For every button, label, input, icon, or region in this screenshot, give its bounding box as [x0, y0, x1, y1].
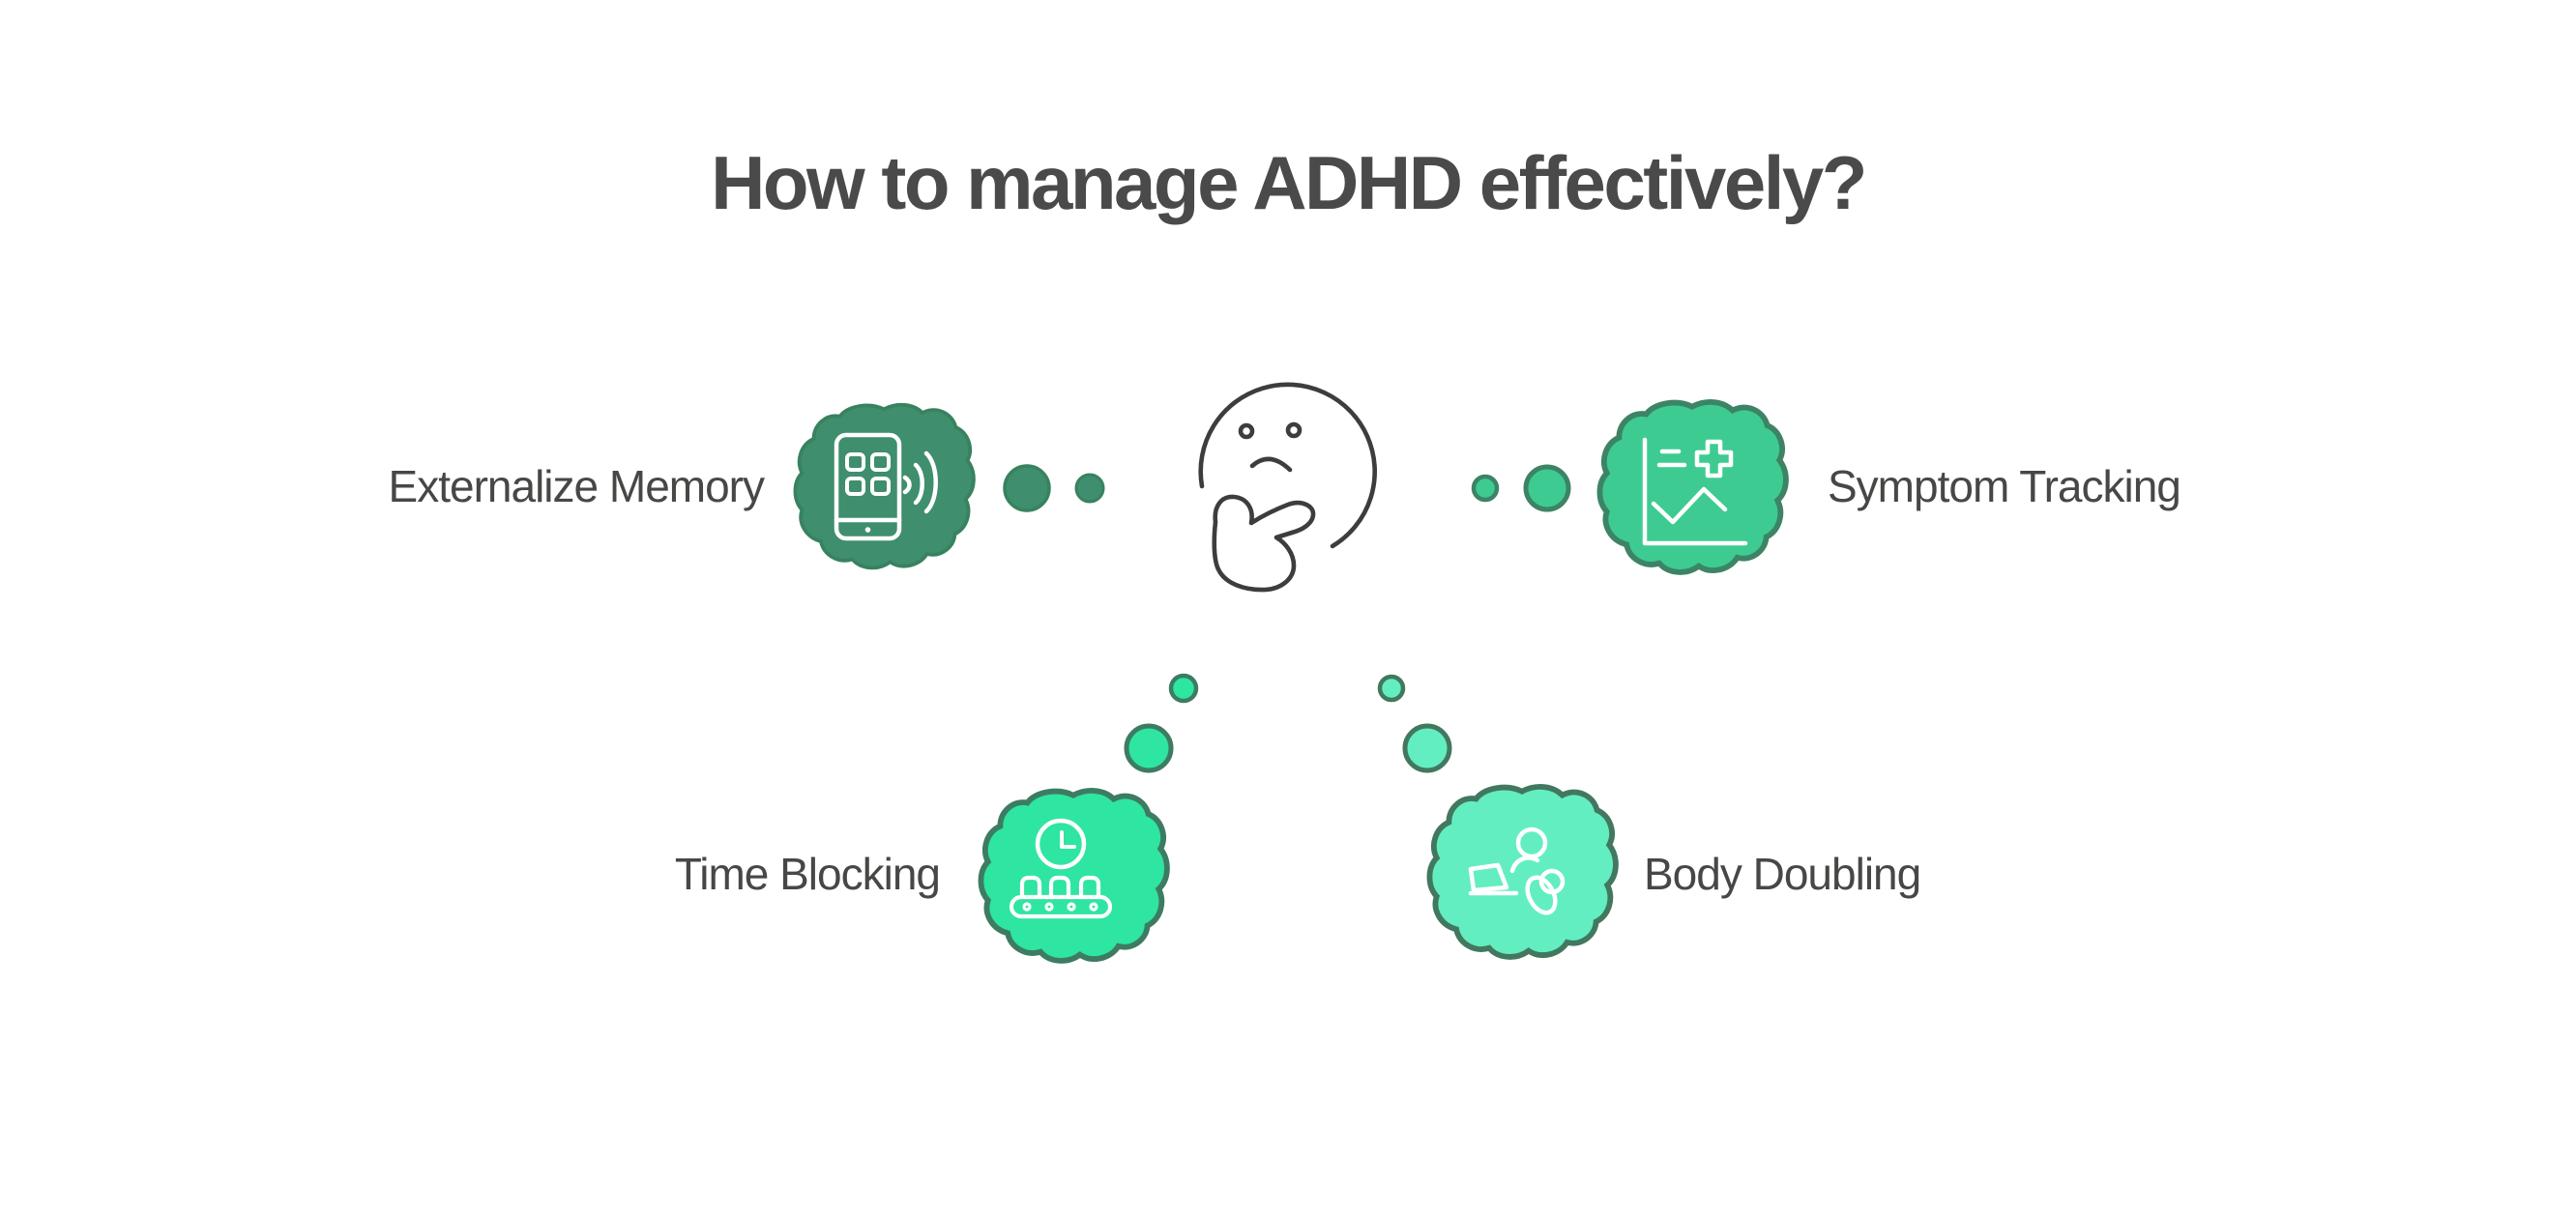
cloud-blob: [1429, 787, 1615, 957]
label-externalize-memory: Externalize Memory: [388, 461, 765, 511]
cloud-symptom-tracking: [1599, 402, 1785, 572]
phone-notification-icon: [834, 432, 938, 541]
cloud-body-doubling: [1429, 787, 1615, 957]
connector-dots-bottom-right: [1377, 674, 1452, 773]
thinking-hand: [1212, 494, 1316, 593]
cloud-blob: [981, 791, 1166, 961]
cloud-blob: [1599, 402, 1785, 572]
clock-conveyor-icon: [1009, 818, 1113, 919]
connector-dots-right: [1471, 464, 1571, 512]
eye-right: [1285, 421, 1303, 439]
page-title: How to manage ADHD effectively?: [711, 140, 1867, 225]
health-chart-icon: [1642, 437, 1748, 546]
thinking-face-icon: [1198, 382, 1378, 593]
laptop-person-icon: [1468, 826, 1566, 915]
cloud-blob: [793, 402, 976, 570]
face-outline: [1198, 382, 1378, 549]
label-symptom-tracking: Symptom Tracking: [1828, 461, 2181, 511]
connector-dots-bottom-left: [1124, 673, 1199, 773]
cloud-externalize-memory: [793, 402, 976, 570]
connector-dots-left: [1003, 464, 1105, 512]
label-body-doubling: Body Doubling: [1644, 849, 1921, 899]
cloud-time-blocking: [981, 791, 1166, 961]
frown-mouth: [1249, 456, 1293, 473]
eye-left: [1238, 422, 1255, 440]
label-time-blocking: Time Blocking: [674, 849, 941, 899]
